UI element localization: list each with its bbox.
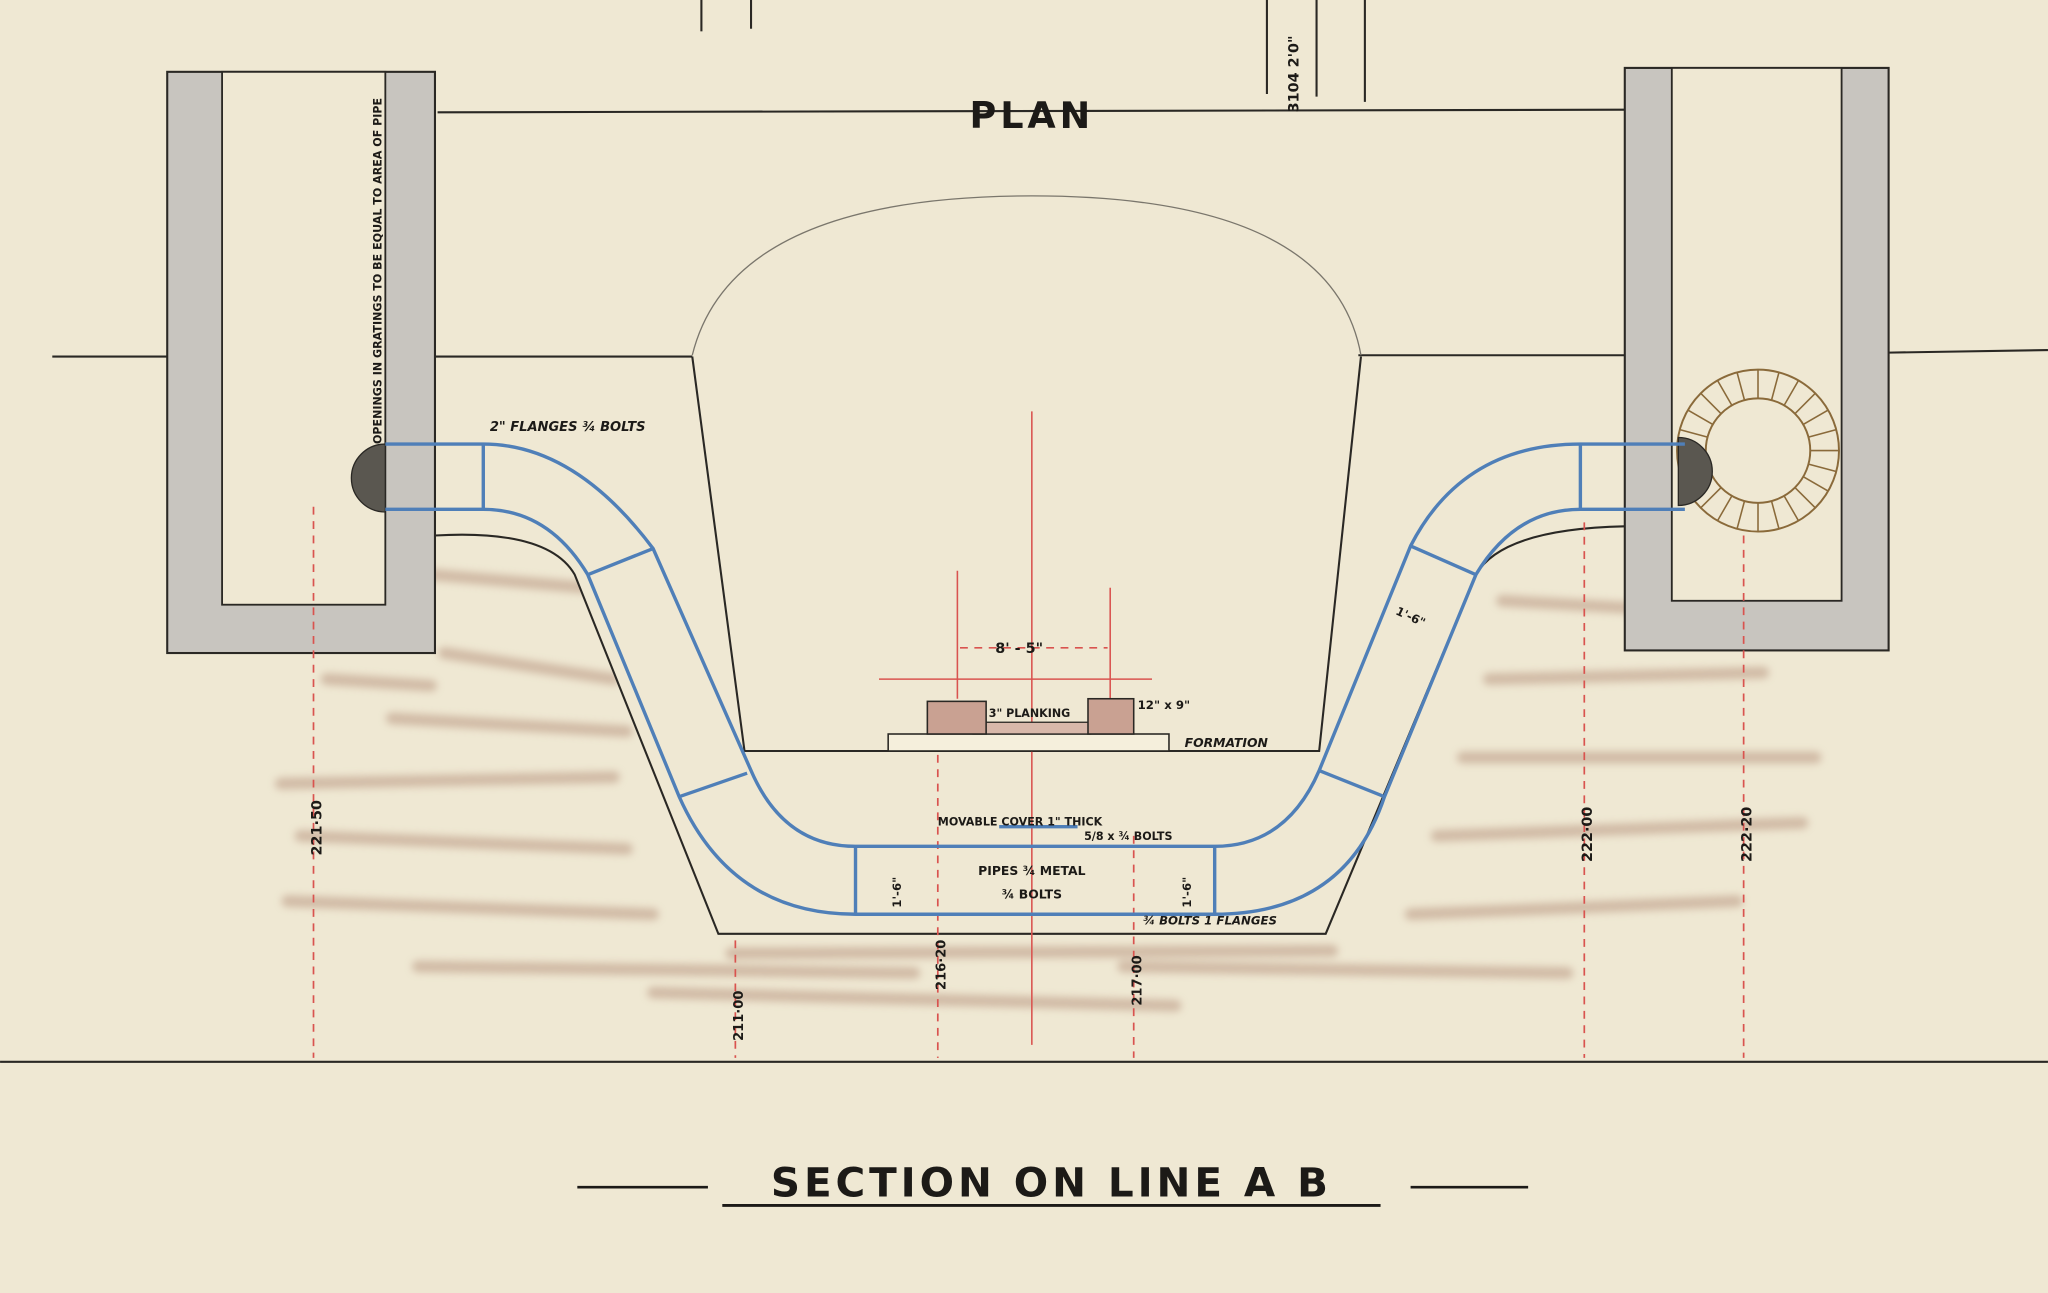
right-chamber xyxy=(1623,66,1890,652)
drain-pipe xyxy=(385,442,1685,916)
rail-left xyxy=(926,700,987,735)
grating-bar xyxy=(1770,372,1780,401)
grating-bar xyxy=(1700,392,1722,415)
track-formation xyxy=(887,697,1170,752)
gauge-dimension: 8' - 5" xyxy=(995,641,1043,657)
pipe-bolts-note: ¾ BOLTS xyxy=(1002,887,1062,902)
grating-bar xyxy=(1716,495,1733,522)
grating-bar xyxy=(1736,372,1746,401)
grating-bar xyxy=(1794,486,1816,509)
level-label: 222·20 xyxy=(1739,807,1755,862)
pipe-opening-right xyxy=(1677,436,1713,507)
level-label: 217·00 xyxy=(1131,955,1146,1005)
formation-note: FORMATION xyxy=(1185,735,1269,750)
grating-bar xyxy=(1783,380,1800,406)
grating-bar xyxy=(1736,500,1746,530)
grating-bar xyxy=(1808,428,1837,438)
level-label: 211·00 xyxy=(732,991,747,1041)
sleeper-note: 12" x 9" xyxy=(1138,698,1191,712)
flanges-left-note: 2" FLANGES ¾ BOLTS xyxy=(490,420,646,435)
grating-bar xyxy=(1808,463,1837,473)
pipe-dimension-right: 1'-6" xyxy=(1180,877,1194,908)
grating-bar xyxy=(1783,495,1800,522)
level-labels: 221·50 211·00 216·20 217·00 222·00 222·2… xyxy=(309,800,1755,1041)
pipes-note: PIPES ¾ METAL xyxy=(978,863,1085,878)
outline-lines xyxy=(0,0,2048,1063)
section-title: SECTION ON LINE A B xyxy=(771,1158,1332,1206)
pipe-opening-left xyxy=(350,443,386,513)
grating-bar xyxy=(1794,392,1816,415)
movable-cover-note: MOVABLE COVER 1" THICK xyxy=(938,815,1103,828)
level-label: 221·50 xyxy=(309,800,325,855)
pipe-dimension-left: 1'-6" xyxy=(890,877,904,908)
grating-icon xyxy=(1676,368,1840,533)
grating-bar xyxy=(1687,409,1714,426)
rail-right xyxy=(1087,697,1135,735)
flanges-right-note: ¾ BOLTS 1 FLANGES xyxy=(1143,914,1277,928)
grating-bar xyxy=(1700,486,1722,509)
cover-bolts-note: 5/8 x ¾ BOLTS xyxy=(1084,830,1172,843)
grating-bar xyxy=(1716,380,1733,406)
top-note: 3104 2'0" xyxy=(1286,35,1302,112)
section-title-block: SECTION ON LINE A B xyxy=(577,1158,1529,1207)
grating-bar xyxy=(1802,476,1829,492)
grating-bar xyxy=(1802,409,1829,426)
grating-bar xyxy=(1770,500,1780,530)
grating-bar xyxy=(1679,428,1708,438)
level-label: 216·20 xyxy=(935,940,950,990)
plan-label: PLAN xyxy=(970,94,1095,137)
level-label: 222·00 xyxy=(1580,807,1596,862)
grating-note: OPENINGS IN GRATINGS TO BE EQUAL TO AREA… xyxy=(371,98,384,444)
planking-note: 3" PLANKING xyxy=(989,707,1071,720)
left-chamber xyxy=(166,70,437,655)
